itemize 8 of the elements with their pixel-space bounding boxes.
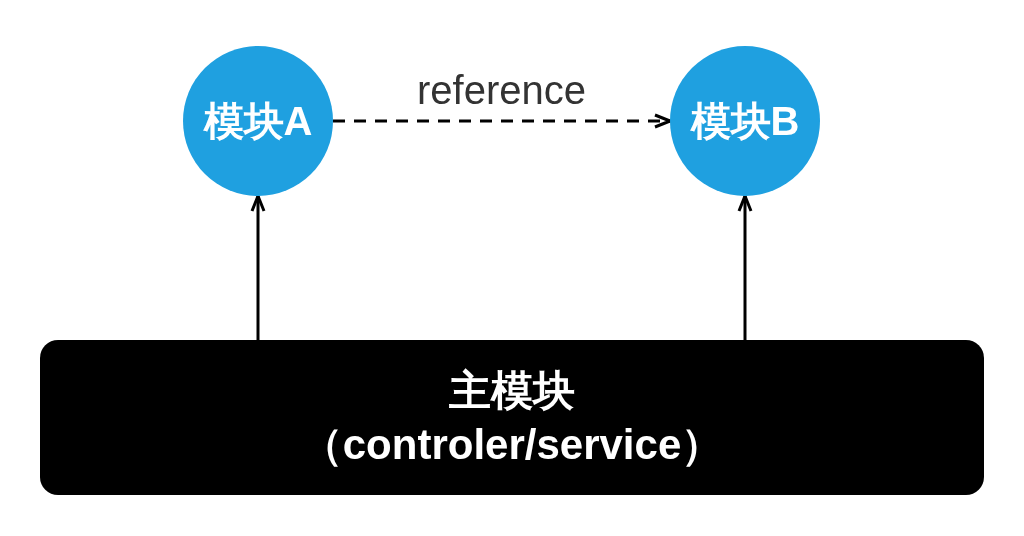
node-label: 主模块	[449, 365, 575, 416]
node-label: 模块A	[203, 97, 313, 145]
dashed-arrow	[333, 113, 672, 129]
main-module-box	[40, 340, 984, 495]
arrow	[250, 194, 266, 340]
node-label: 模块B	[690, 97, 800, 145]
node-label: （controler/service）	[300, 419, 724, 470]
arrow	[737, 194, 753, 340]
